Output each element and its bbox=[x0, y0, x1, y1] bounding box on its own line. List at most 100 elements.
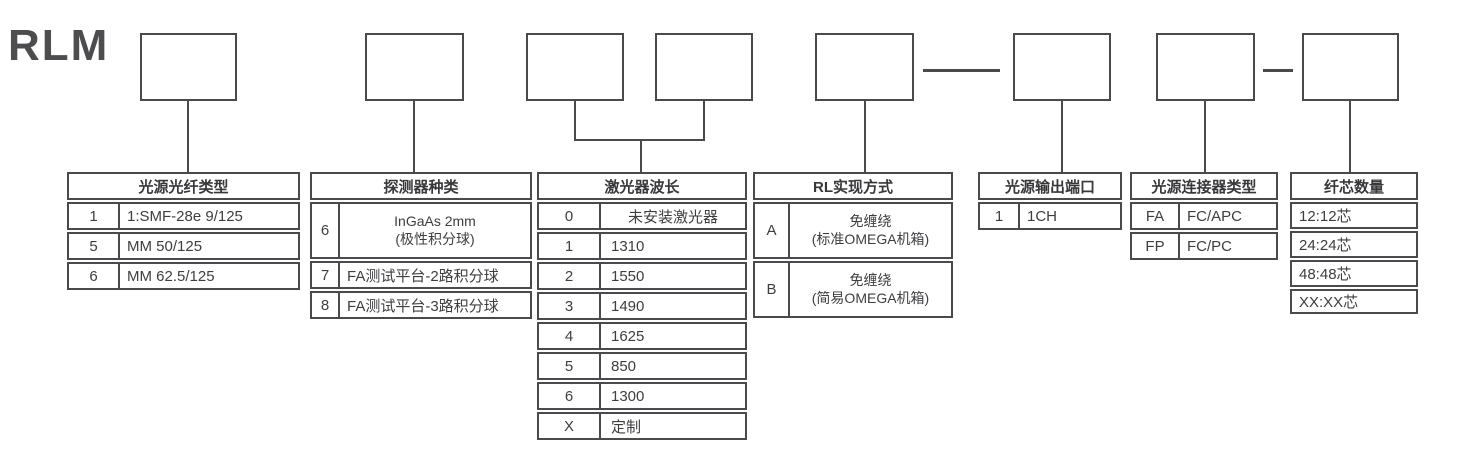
row-value: 免缠绕 (简易OMEGA机箱) bbox=[790, 263, 951, 316]
wavelength-table-header: 激光器波长 bbox=[537, 172, 747, 200]
output-port-table: 光源输出端口 1 1CH bbox=[978, 172, 1122, 230]
table-row: 3 1490 bbox=[537, 292, 747, 320]
table-row: 1 1:SMF-28e 9/125 bbox=[67, 202, 300, 230]
table-row: B 免缠绕 (简易OMEGA机箱) bbox=[753, 261, 953, 318]
connector-bracket-stem bbox=[640, 141, 642, 172]
connector-line-box3 bbox=[574, 101, 576, 141]
row-value: MM 62.5/125 bbox=[127, 267, 215, 285]
connector-line-box6 bbox=[1061, 101, 1063, 172]
row-code: 1 bbox=[980, 204, 1020, 228]
row-code: 0 bbox=[539, 204, 601, 228]
table-row: 12:12芯 bbox=[1290, 202, 1418, 229]
row-value: 免缠绕 (标准OMEGA机箱) bbox=[790, 204, 951, 257]
table-row: 48:48芯 bbox=[1290, 260, 1418, 287]
row-value-line2: (标准OMEGA机箱) bbox=[811, 230, 930, 247]
table-row: 7 FA测试平台-2路积分球 bbox=[310, 261, 532, 289]
core-count-table: 纤芯数量 12:12芯 24:24芯 48:48芯 XX:XX芯 bbox=[1290, 172, 1418, 314]
table-row: 8 FA测试平台-3路积分球 bbox=[310, 291, 532, 319]
row-value: 1:SMF-28e 9/125 bbox=[127, 207, 243, 225]
table-row: 5 850 bbox=[537, 352, 747, 380]
separator-dash-2 bbox=[1263, 69, 1293, 72]
table-row: 0 未安装激光器 bbox=[537, 202, 747, 230]
wavelength-table: 激光器波长 0 未安装激光器 1 1310 2 1550 3 1490 4 16… bbox=[537, 172, 747, 440]
connector-line-box5 bbox=[864, 101, 866, 172]
model-code-box-3 bbox=[526, 33, 624, 101]
rl-method-table-header: RL实现方式 bbox=[753, 172, 953, 200]
table-row: 24:24芯 bbox=[1290, 231, 1418, 258]
row-value-line1: 免缠绕 bbox=[849, 213, 892, 229]
table-row: 4 1625 bbox=[537, 322, 747, 350]
table-row: 6 1300 bbox=[537, 382, 747, 410]
row-code: FP bbox=[1132, 234, 1180, 258]
table-row: 1 1310 bbox=[537, 232, 747, 260]
model-code-box-2 bbox=[365, 33, 464, 101]
core-count-table-header: 纤芯数量 bbox=[1290, 172, 1418, 200]
row-code: 6 bbox=[539, 384, 601, 408]
model-code-box-6 bbox=[1013, 33, 1111, 101]
row-code: A bbox=[755, 204, 790, 257]
table-row: 6 InGaAs 2mm (极性积分球) bbox=[310, 202, 532, 259]
row-value-line2: (极性积分球) bbox=[395, 230, 475, 247]
row-code: 3 bbox=[539, 294, 601, 318]
row-code: 1 bbox=[539, 234, 601, 258]
row-code: 4 bbox=[539, 324, 601, 348]
row-value: 未安装激光器 bbox=[627, 208, 718, 226]
model-code-box-1 bbox=[140, 33, 237, 101]
table-row: 2 1550 bbox=[537, 262, 747, 290]
product-code-label: RLM bbox=[8, 21, 110, 70]
separator-dash-1 bbox=[923, 69, 1000, 72]
fiber-type-table: 光源光纤类型 1 1:SMF-28e 9/125 5 MM 50/125 6 M… bbox=[67, 172, 300, 290]
row-value: 12:12芯 bbox=[1299, 208, 1352, 225]
detector-type-table: 探测器种类 6 InGaAs 2mm (极性积分球) 7 FA测试平台-2路积分… bbox=[310, 172, 532, 319]
row-code: X bbox=[539, 414, 601, 438]
row-code: 6 bbox=[69, 264, 120, 288]
connector-type-table: 光源连接器类型 FA FC/APC FP FC/PC bbox=[1130, 172, 1278, 260]
row-code: B bbox=[755, 263, 790, 316]
connector-line-box4 bbox=[703, 101, 705, 141]
connector-type-table-header: 光源连接器类型 bbox=[1130, 172, 1278, 200]
row-value: 1310 bbox=[611, 237, 645, 255]
table-row: XX:XX芯 bbox=[1290, 289, 1418, 314]
row-value-line1: 免缠绕 bbox=[849, 272, 892, 288]
connector-line-box7 bbox=[1204, 101, 1206, 172]
model-code-box-5 bbox=[815, 33, 914, 101]
table-row: 5 MM 50/125 bbox=[67, 232, 300, 260]
row-value: 1490 bbox=[611, 297, 645, 315]
connector-line-box2 bbox=[413, 101, 415, 172]
row-value: 48:48芯 bbox=[1299, 266, 1352, 283]
row-value: 定制 bbox=[611, 418, 642, 436]
table-row: FA FC/APC bbox=[1130, 202, 1278, 230]
row-code: FA bbox=[1132, 204, 1180, 228]
connector-bracket-horizontal bbox=[574, 139, 705, 141]
table-row: A 免缠绕 (标准OMEGA机箱) bbox=[753, 202, 953, 259]
row-code: 5 bbox=[69, 234, 120, 258]
connector-line-box8 bbox=[1349, 101, 1351, 172]
fiber-type-table-header: 光源光纤类型 bbox=[67, 172, 300, 200]
model-code-box-7 bbox=[1156, 33, 1255, 101]
row-code: 1 bbox=[69, 204, 120, 228]
row-value: XX:XX芯 bbox=[1299, 294, 1359, 311]
row-value: 1CH bbox=[1027, 207, 1058, 225]
connector-line-box1 bbox=[187, 101, 189, 172]
model-code-box-4 bbox=[655, 33, 753, 101]
row-value: FA测试平台-2路积分球 bbox=[347, 267, 499, 285]
model-code-box-8 bbox=[1302, 33, 1399, 101]
rl-method-table: RL实现方式 A 免缠绕 (标准OMEGA机箱) B 免缠绕 (简易OMEGA机… bbox=[753, 172, 953, 318]
row-value: 1300 bbox=[611, 387, 645, 405]
row-value: FC/APC bbox=[1187, 207, 1243, 225]
row-value: 1625 bbox=[611, 327, 645, 345]
row-value: InGaAs 2mm (极性积分球) bbox=[340, 204, 530, 257]
row-value: FA测试平台-3路积分球 bbox=[347, 297, 499, 315]
table-row: X 定制 bbox=[537, 412, 747, 440]
row-value: 1550 bbox=[611, 267, 645, 285]
table-row: 6 MM 62.5/125 bbox=[67, 262, 300, 290]
row-code: 6 bbox=[312, 204, 340, 257]
row-value-line1: InGaAs 2mm bbox=[394, 213, 476, 229]
table-row: FP FC/PC bbox=[1130, 232, 1278, 260]
row-value: MM 50/125 bbox=[127, 237, 203, 255]
row-code: 8 bbox=[312, 293, 340, 317]
row-value: 850 bbox=[611, 357, 637, 375]
row-value: FC/PC bbox=[1187, 237, 1232, 255]
output-port-table-header: 光源输出端口 bbox=[978, 172, 1122, 200]
